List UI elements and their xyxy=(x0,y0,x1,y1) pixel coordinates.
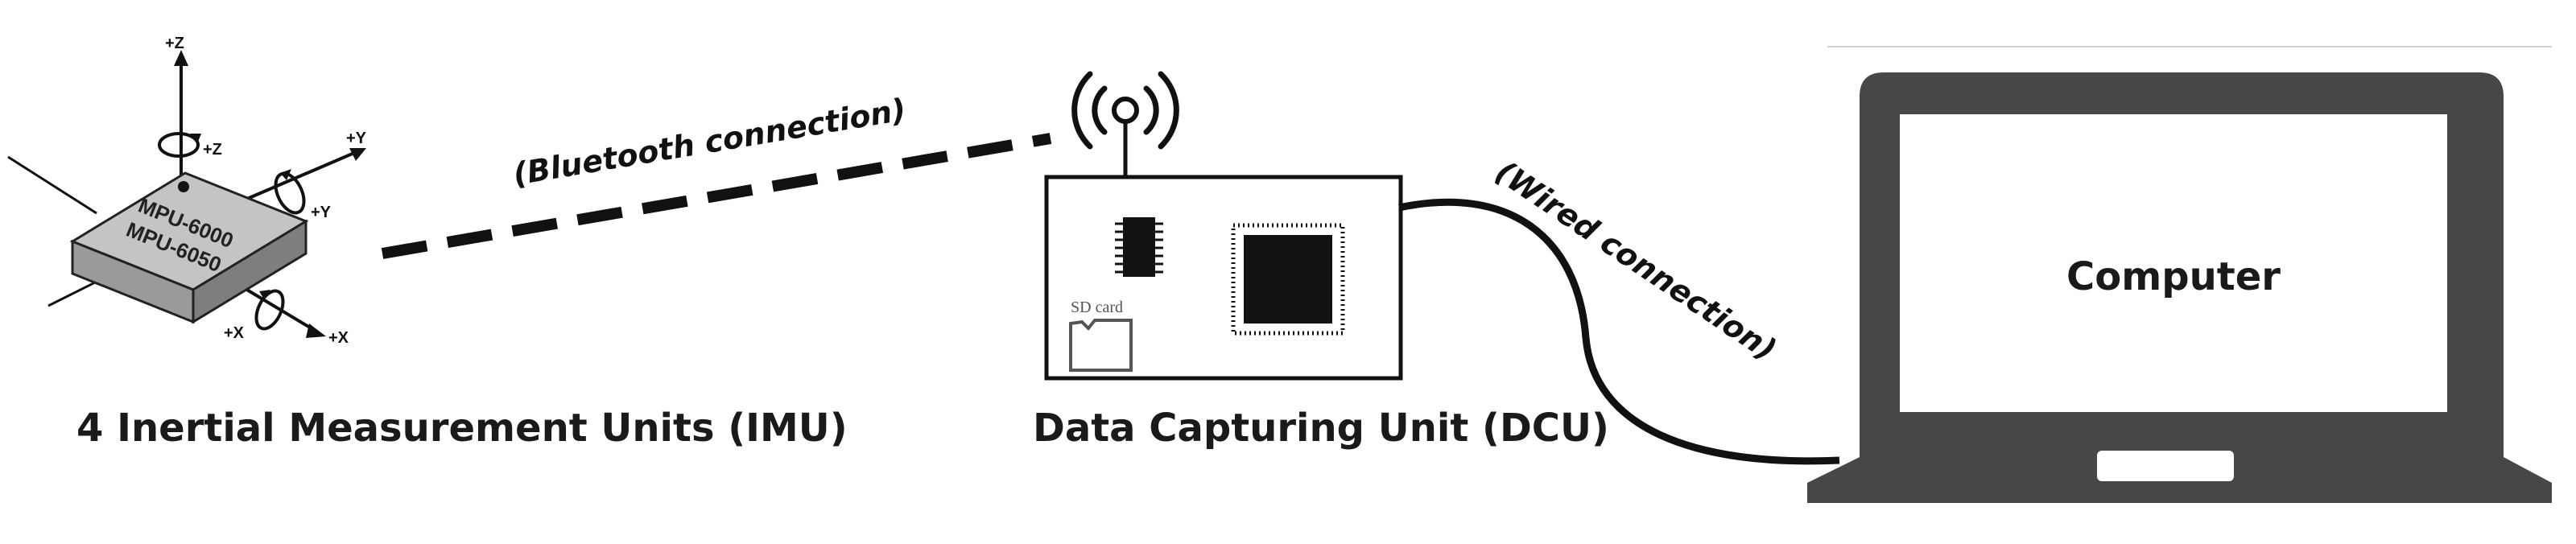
axis-label-y-rot: +Y xyxy=(311,204,332,221)
wireless-signal-icon xyxy=(1071,71,1179,150)
y-arrow-head xyxy=(349,148,366,161)
computer-label: Computer xyxy=(2066,254,2281,299)
wired-cable xyxy=(1398,198,1840,465)
x-arrow-head xyxy=(306,324,326,338)
y-rotation-icon xyxy=(274,169,306,215)
small-chip-icon xyxy=(1115,217,1163,277)
imu-box-right xyxy=(192,219,308,324)
sd-card-icon: SD card xyxy=(1069,299,1133,372)
processor-chip-icon xyxy=(1231,223,1345,336)
axis-label-z-top: +Z xyxy=(165,35,184,52)
y-axis-line xyxy=(241,151,355,203)
axis-label-x-rot: +X xyxy=(224,324,245,342)
bluetooth-dashed-line xyxy=(381,133,1052,259)
axis-label-x-bottom: +X xyxy=(328,329,349,347)
x-rotation-icon xyxy=(254,289,285,331)
laptop-screen xyxy=(1900,114,2447,412)
laptop-icon: Computer xyxy=(1807,46,2552,503)
z-rotation-icon xyxy=(158,132,201,158)
z-arrow-head xyxy=(174,50,188,66)
imu-center-dot xyxy=(178,181,189,192)
axis-label-z-rot: +Z xyxy=(203,141,222,159)
axis-label-y-top: +Y xyxy=(346,130,367,147)
sd-card-label: SD card xyxy=(1071,299,1123,316)
wired-label: (Wired connection) xyxy=(1489,154,1783,368)
imu-caption: 4 Inertial Measurement Units (IMU) xyxy=(76,406,848,451)
imu-module: MPU-6000 MPU-6050 +Z +Z +Y +Y +X +X xyxy=(7,35,367,347)
dcu-caption: Data Capturing Unit (DCU) xyxy=(1033,406,1609,451)
antenna-node xyxy=(1112,97,1139,124)
laptop-trackpad xyxy=(2097,451,2234,481)
dcu-module: SD card xyxy=(1044,71,1403,381)
dcu-board xyxy=(1044,175,1403,381)
imu-axis-line xyxy=(7,155,97,215)
